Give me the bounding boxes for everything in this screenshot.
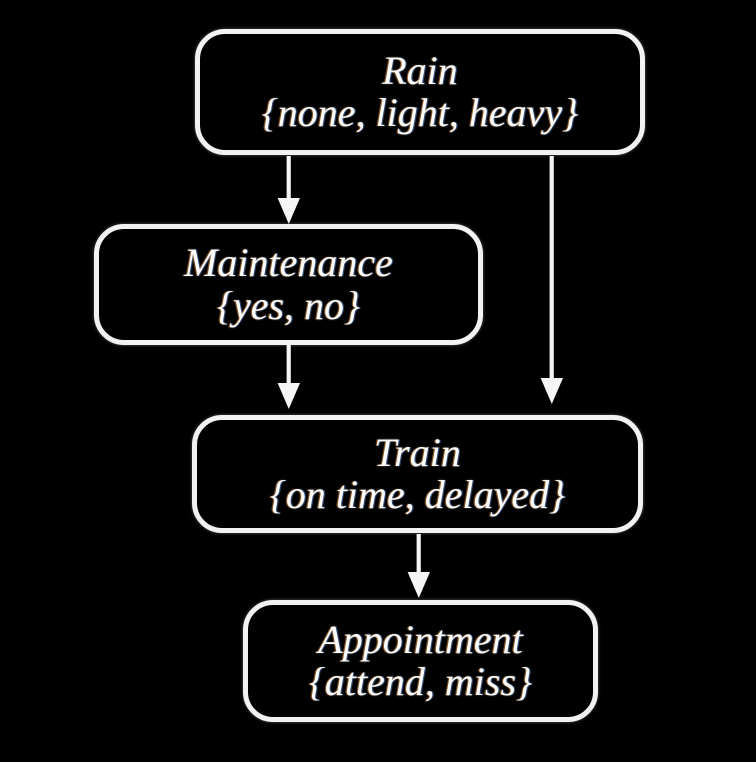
edge-maintenance-to-train-arrow (272, 345, 306, 411)
node-maintenance[interactable]: Maintenance {yes, no} (94, 224, 483, 345)
node-rain[interactable]: Rain {none, light, heavy} (195, 29, 645, 155)
node-train[interactable]: Train {on time, delayed} (192, 415, 643, 533)
node-appointment-label: Appointment (318, 616, 523, 662)
node-rain-label: Rain (382, 47, 458, 93)
node-rain-states: {none, light, heavy} (261, 90, 579, 135)
arrow-down-icon (277, 156, 300, 224)
node-maintenance-states: {yes, no} (216, 282, 361, 328)
arrow-down-icon (277, 345, 300, 409)
edge-rain-to-train-arrow (535, 156, 569, 406)
node-maintenance-label: Maintenance (184, 240, 393, 286)
node-appointment-states: {attend, miss} (308, 659, 533, 704)
arrow-down-icon (407, 534, 430, 598)
node-appointment[interactable]: Appointment {attend, miss} (243, 600, 598, 722)
edge-rain-to-maintenance-arrow (272, 156, 306, 226)
arrow-down-icon (540, 156, 563, 404)
node-train-states: {on time, delayed} (269, 472, 566, 517)
edge-train-to-appointment-arrow (402, 534, 436, 600)
node-train-label: Train (374, 429, 461, 475)
